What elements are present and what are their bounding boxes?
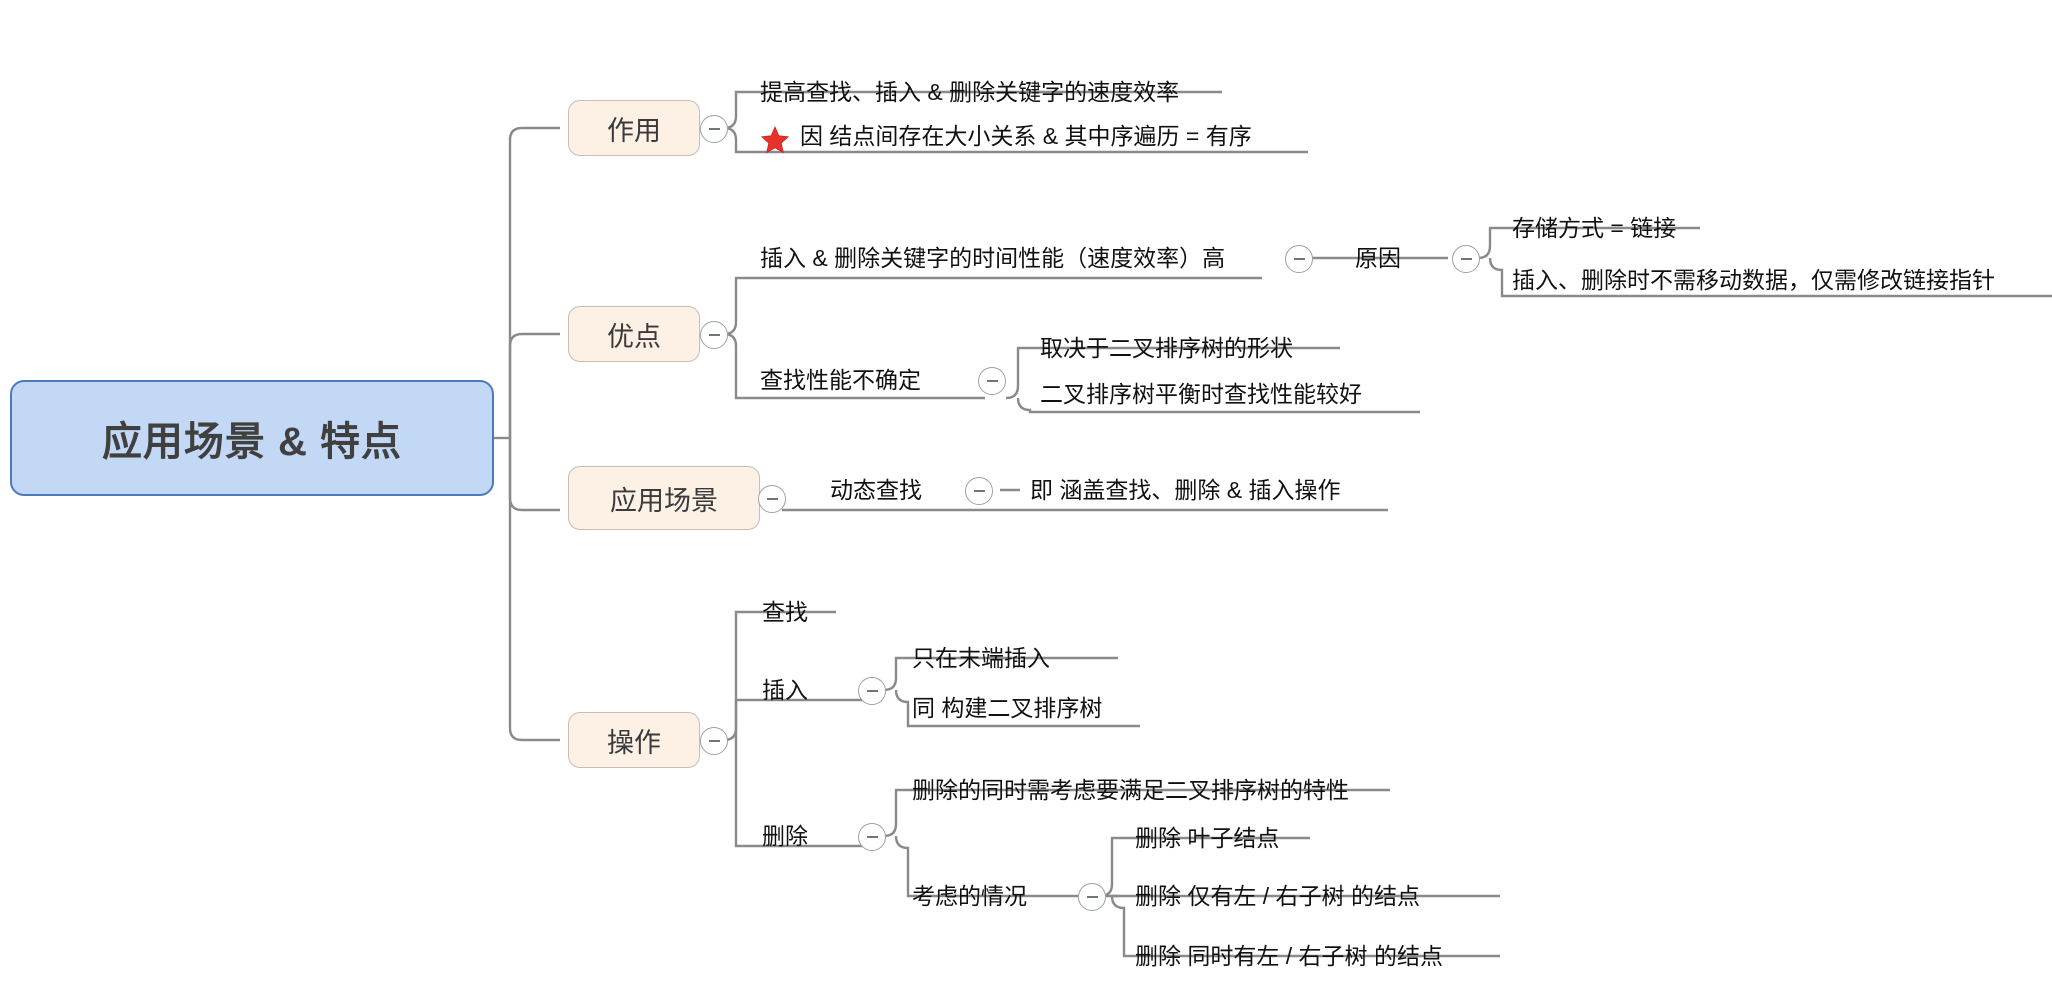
branch-node-yingyongchangjing[interactable]: 应用场景 [568,466,760,530]
leaf-label: 同 构建二叉排序树 [912,694,1103,721]
leaf-yuanyin-1[interactable]: 存储方式 = 链接 [1512,210,1892,246]
collapse-toggle-youdian[interactable] [700,321,728,349]
leaf-label: 插入、删除时不需移动数据，仅需修改链接指针 [1512,266,1995,293]
leaf-shanchu-1[interactable]: 删除的同时需考虑要满足二叉排序树的特性 [912,772,1392,808]
leaf-charu-2[interactable]: 同 构建二叉排序树 [912,690,1172,726]
leaf-kaolv-2[interactable]: 删除 仅有左 / 右子树 的结点 [1135,878,1495,914]
node-label: 动态查找 [830,476,922,503]
leaf-caozuo-chazhao[interactable]: 查找 [762,594,872,630]
node-yuanyin[interactable]: 原因 [1355,240,1445,276]
leaf-label: 删除 仅有左 / 右子树 的结点 [1135,882,1420,909]
minus-icon [1460,258,1472,260]
leaf-youdian-1[interactable]: 插入 & 删除关键字的时间性能（速度效率）高 [760,240,1260,276]
collapse-toggle-charu[interactable] [858,677,886,705]
node-label: 插入 [762,676,808,703]
minus-icon [866,836,878,838]
node-charu[interactable]: 插入 [762,672,852,708]
minus-icon [866,690,878,692]
node-shanchu[interactable]: 删除 [762,818,852,854]
collapse-toggle-zuoyong[interactable] [700,115,728,143]
leaf-label: 存储方式 = 链接 [1512,214,1677,241]
branch-label: 优点 [607,321,661,352]
minus-icon [973,490,985,492]
leaf-label: 删除 同时有左 / 右子树 的结点 [1135,942,1443,969]
minus-icon [708,740,720,742]
node-kaolvqingkuang[interactable]: 考虑的情况 [912,878,1092,914]
leaf-charu-1[interactable]: 只在末端插入 [912,640,1162,676]
node-label: 删除 [762,822,808,849]
collapse-toggle-yingyongchangjing[interactable] [758,485,786,513]
minus-icon [1086,896,1098,898]
leaf-label: 只在末端插入 [912,644,1050,671]
leaf-label: 二叉排序树平衡时查找性能较好 [1040,380,1362,407]
leaf-label: 即 涵盖查找、删除 & 插入操作 [1030,476,1341,503]
leaf-chazhao-1[interactable]: 取决于二叉排序树的形状 [1040,330,1360,366]
branch-node-caozuo[interactable]: 操作 [568,712,700,768]
collapse-toggle-chazhaoxingneng[interactable] [978,367,1006,395]
star-icon [760,125,790,155]
branch-label: 应用场景 [610,485,718,516]
minus-icon [708,334,720,336]
leaf-label: 提高查找、插入 & 删除关键字的速度效率 [760,78,1180,105]
minus-icon [766,498,778,500]
collapse-toggle-dongtaichazhao[interactable] [965,477,993,505]
branch-label: 操作 [607,727,661,758]
root-label: 应用场景 & 特点 [101,420,403,464]
leaf-label: 插入 & 删除关键字的时间性能（速度效率）高 [760,244,1226,271]
leaf-label: 查找 [762,598,808,625]
leaf-label: 删除 叶子结点 [1135,824,1280,851]
leaf-label: 删除的同时需考虑要满足二叉排序树的特性 [912,776,1349,803]
leaf-label: 因 结点间存在大小关系 & 其中序遍历 = 有序 [800,122,1252,149]
collapse-toggle-kaolvqingkuang[interactable] [1078,883,1106,911]
leaf-zuoyong-2[interactable]: 因 结点间存在大小关系 & 其中序遍历 = 有序 [760,116,1320,156]
leaf-dongtaichazhao-1[interactable]: 即 涵盖查找、删除 & 插入操作 [1030,472,1390,508]
leaf-kaolv-1[interactable]: 删除 叶子结点 [1135,820,1325,856]
minus-icon [708,128,720,130]
leaf-label: 取决于二叉排序树的形状 [1040,334,1293,361]
collapse-toggle-shanchu[interactable] [858,823,886,851]
minus-icon [1293,258,1305,260]
leaf-chazhao-2[interactable]: 二叉排序树平衡时查找性能较好 [1040,376,1440,412]
node-label: 原因 [1355,244,1401,271]
branch-node-zuoyong[interactable]: 作用 [568,100,700,156]
branch-label: 作用 [607,115,661,146]
minus-icon [986,380,998,382]
collapse-toggle-shijianxingneng[interactable] [1285,245,1313,273]
branch-node-youdian[interactable]: 优点 [568,306,700,362]
leaf-yuanyin-2[interactable]: 插入、删除时不需移动数据，仅需修改链接指针 [1512,262,2052,298]
leaf-kaolv-3[interactable]: 删除 同时有左 / 右子树 的结点 [1135,938,1515,974]
node-dongtaichazhao[interactable]: 动态查找 [830,472,990,508]
leaf-label: 查找性能不确定 [760,366,921,393]
collapse-toggle-yuanyin[interactable] [1452,245,1480,273]
root-node[interactable]: 应用场景 & 特点 [10,380,494,496]
leaf-zuoyong-1[interactable]: 提高查找、插入 & 删除关键字的速度效率 [760,74,1230,110]
node-label: 考虑的情况 [912,882,1027,909]
collapse-toggle-caozuo[interactable] [700,727,728,755]
leaf-youdian-2[interactable]: 查找性能不确定 [760,362,980,398]
